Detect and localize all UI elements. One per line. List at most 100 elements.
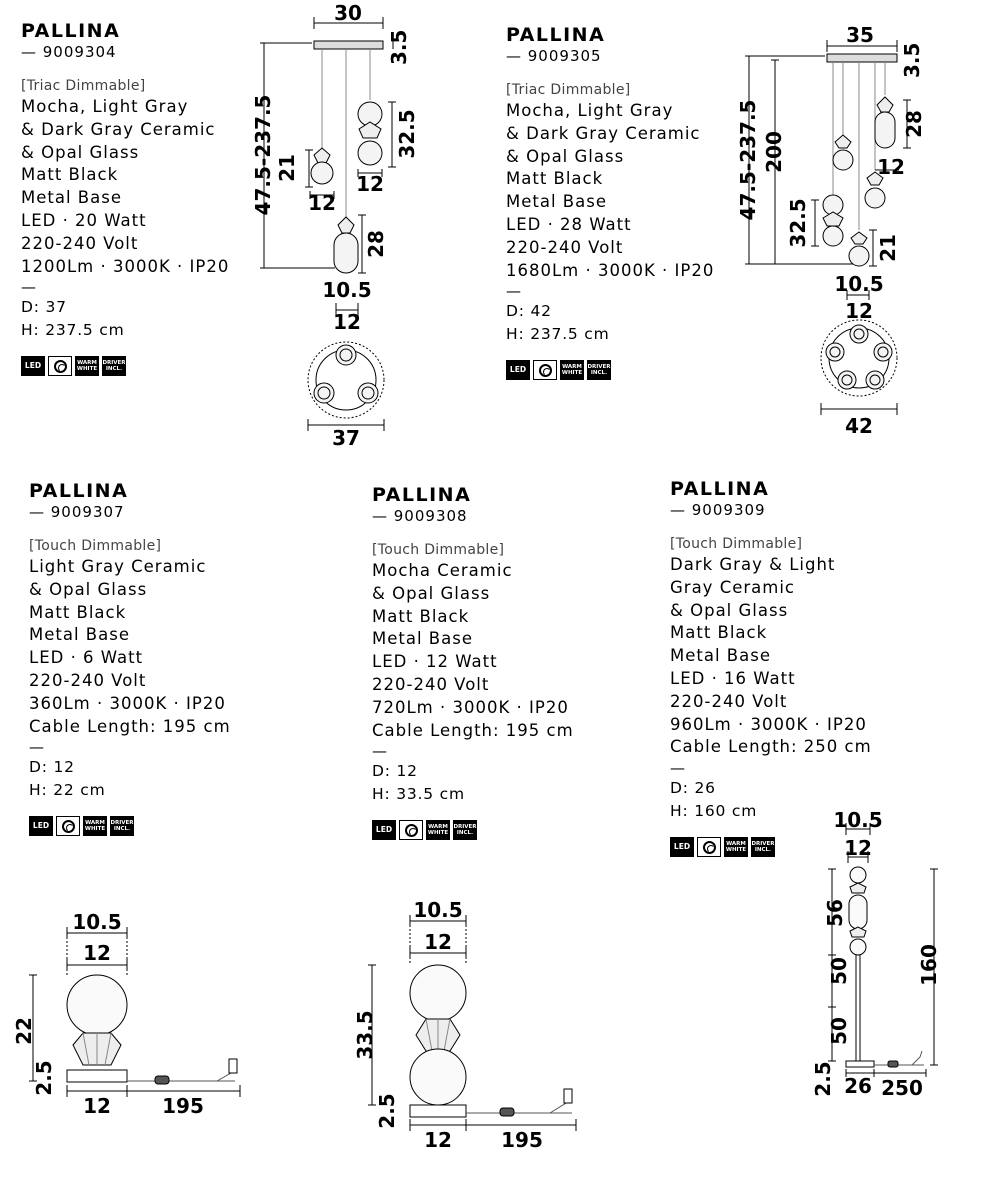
spec-line: Mocha, Light Gray	[21, 97, 189, 116]
dimmer-icon	[48, 356, 72, 377]
spec-line: Metal Base	[670, 646, 771, 666]
diameter: D: 37	[21, 298, 67, 317]
spec-line: Cable Length: 195 cm	[372, 720, 574, 740]
warm-white-icon: WARM WHITE	[560, 360, 584, 381]
dim-top-width: 35	[846, 23, 874, 47]
dim-base-height: 2.5	[811, 1061, 835, 1096]
dim-shade-height: 56	[823, 899, 847, 927]
dim-drop-cable: 200	[762, 131, 786, 173]
spec-line: & Dark Gray Ceramic	[21, 119, 216, 139]
warm-white-icon: WARM WHITE	[75, 356, 99, 377]
dim-width-2: 12	[83, 941, 111, 965]
spec-line: & Opal Glass	[29, 579, 148, 599]
warm-white-icon: WARM WHITE	[83, 816, 107, 837]
dim-center-width-1: 10.5	[322, 278, 371, 302]
spec-line: LED · 28 Watt	[506, 214, 632, 234]
dim-top-width: 30	[334, 1, 362, 25]
dim-stem-lower: 50	[827, 1017, 851, 1045]
dimming-type: [Triac Dimmable]	[21, 78, 146, 94]
separator: —	[29, 738, 44, 757]
separator: —	[670, 759, 685, 778]
dim-left-height: 21	[275, 154, 299, 182]
product-9009308: PALLINA — 9009308 [Touch Dimmable] Mocha…	[372, 484, 574, 841]
spec-line: Dark Gray & Light	[670, 555, 836, 574]
product-title: PALLINA	[29, 480, 129, 502]
dim-canopy: 3.5	[900, 43, 924, 78]
product-code: — 9009309	[670, 501, 766, 519]
led-icon: LED	[372, 820, 396, 841]
diameter: D: 12	[372, 762, 418, 781]
product-code: — 9009305	[506, 47, 602, 65]
spec-line: Gray Ceramic	[670, 577, 795, 597]
product-code: — 9009308	[372, 507, 468, 525]
feature-icons: LED WARM WHITE DRIVER INCL.	[506, 360, 714, 381]
spec-line: Mocha, Light Gray	[506, 101, 674, 120]
driver-included-icon: DRIVER INCL.	[102, 356, 126, 377]
dim-center-width-2: 12	[333, 310, 361, 334]
dim-right-height: 32.5	[395, 109, 419, 158]
led-icon: LED	[670, 837, 694, 858]
spec-line: Matt Black	[506, 169, 604, 189]
dim-drop: 47.5-237.5	[736, 100, 760, 221]
spec-line: 1200Lm · 3000K · IP20	[21, 256, 230, 276]
spec-line: 360Lm · 3000K · IP20	[29, 693, 226, 713]
dim-center-height: 28	[364, 230, 388, 258]
led-icon: LED	[506, 360, 530, 381]
dimming-type: [Touch Dimmable]	[372, 542, 505, 558]
driver-included-icon: DRIVER INCL.	[453, 820, 477, 841]
spec-line: 960Lm · 3000K · IP20	[670, 714, 867, 734]
drawing-9009304: 30 3.5 47.5-237.5 21 12 32.5 12 28 10.5 …	[251, 1, 419, 450]
height: H: 237.5 cm	[506, 325, 610, 344]
feature-icons: LED WARM WHITE DRIVER INCL.	[372, 820, 574, 841]
spec-line: & Opal Glass	[670, 600, 789, 620]
dim-base-diameter: 37	[332, 426, 360, 450]
product-9009307: PALLINA — 9009307 [Touch Dimmable] Light…	[29, 480, 231, 837]
feature-icons: LED WARM WHITE DRIVER INCL.	[29, 816, 231, 837]
product-code: — 9009307	[29, 503, 125, 521]
dim-total-height: 160	[917, 944, 941, 986]
dimming-type: [Touch Dimmable]	[29, 538, 162, 554]
drawing-9009308: 10.5 12 33.5 2.5 12 195	[353, 898, 577, 1152]
diameter: D: 12	[29, 758, 75, 777]
dim-cable: 250	[881, 1076, 923, 1100]
product-9009304: PALLINA — 9009304 [Triac Dimmable] Mocha…	[21, 20, 230, 377]
dim-width-1: 10.5	[413, 898, 462, 922]
dim-width-1: 10.5	[833, 808, 882, 832]
product-title: PALLINA	[506, 24, 606, 46]
dim-right-width: 12	[877, 155, 905, 179]
product-9009309: PALLINA — 9009309 [Touch Dimmable] Dark …	[670, 478, 872, 858]
dim-right-height: 28	[902, 110, 926, 138]
dim-height: 22	[12, 1017, 36, 1045]
spec-line: Matt Black	[21, 165, 119, 185]
dimmer-icon	[56, 816, 80, 837]
spec-line: Cable Length: 250 cm	[670, 737, 872, 757]
spec-line: LED · 6 Watt	[29, 648, 144, 668]
separator: —	[21, 278, 36, 297]
driver-included-icon: DRIVER INCL.	[751, 837, 775, 858]
warm-white-icon: WARM WHITE	[426, 820, 450, 841]
dim-center-width-1: 10.5	[834, 272, 883, 296]
dim-stem-upper: 50	[827, 957, 851, 985]
spec-line: & Opal Glass	[372, 583, 491, 603]
drawing-9009309: 10.5 12 56 50 50 160 2.5 26 250	[811, 808, 941, 1100]
spec-line: Metal Base	[372, 629, 473, 649]
driver-included-icon: DRIVER INCL.	[110, 816, 134, 837]
spec-line: Matt Black	[372, 606, 470, 626]
dimmer-icon	[697, 837, 721, 858]
spec-line: Metal Base	[29, 625, 130, 645]
dim-left-height: 32.5	[786, 198, 810, 247]
dim-base-height: 2.5	[375, 1093, 399, 1128]
driver-included-icon: DRIVER INCL.	[587, 360, 611, 381]
spec-line: 220-240 Volt	[670, 691, 788, 711]
feature-icons: LED WARM WHITE DRIVER INCL.	[21, 356, 229, 377]
dim-base-diameter: 42	[845, 414, 873, 438]
drawing-9009307: 10.5 12 22 2.5 12 195	[12, 910, 241, 1118]
dim-base-width: 26	[844, 1074, 872, 1098]
product-title: PALLINA	[670, 478, 770, 500]
led-icon: LED	[21, 356, 45, 377]
dimming-type: [Touch Dimmable]	[670, 536, 803, 552]
spec-line: Mocha Ceramic	[372, 561, 513, 580]
dimmer-icon	[399, 820, 423, 841]
dimming-type: [Triac Dimmable]	[506, 82, 631, 98]
diameter: D: 42	[506, 302, 552, 321]
